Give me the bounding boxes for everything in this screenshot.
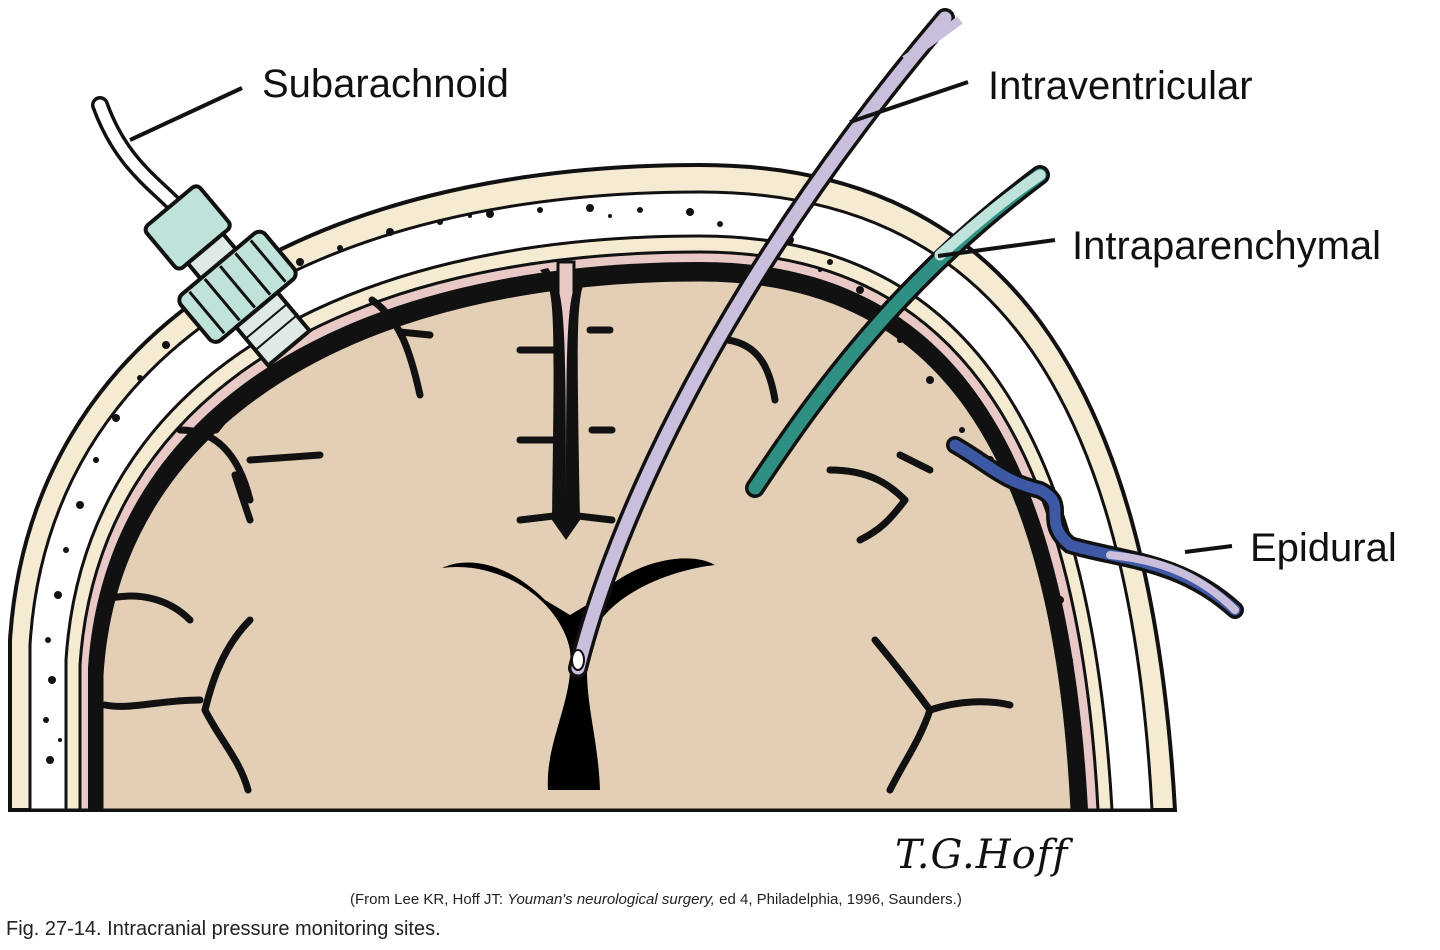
label-intraparenchymal: Intraparenchymal (1072, 224, 1382, 268)
source-title: Youman's neurological surgery, (507, 891, 715, 908)
source-citation: (From Lee KR, Hoff JT: Youman's neurolog… (350, 891, 962, 908)
source-prefix: (From Lee KR, Hoff JT: (350, 891, 508, 908)
brain (100, 278, 1074, 812)
subarachnoid-bolt (91, 96, 313, 369)
label-epidural: Epidural (1250, 526, 1397, 570)
artist-signature: T.G.Hoff (895, 832, 1069, 878)
source-suffix: ed 4, Philadelphia, 1996, Saunders.) (714, 891, 962, 908)
catheter-tip (571, 649, 585, 671)
leader-lines (129, 80, 1233, 554)
label-intraventricular: Intraventricular (988, 64, 1253, 108)
label-subarachnoid: Subarachnoid (262, 62, 509, 106)
figure-caption: Fig. 27-14. Intracranial pressure monito… (6, 918, 441, 940)
skull-pores (43, 204, 1079, 783)
interhemispheric-fissure (540, 268, 592, 540)
sulci (98, 296, 1014, 794)
